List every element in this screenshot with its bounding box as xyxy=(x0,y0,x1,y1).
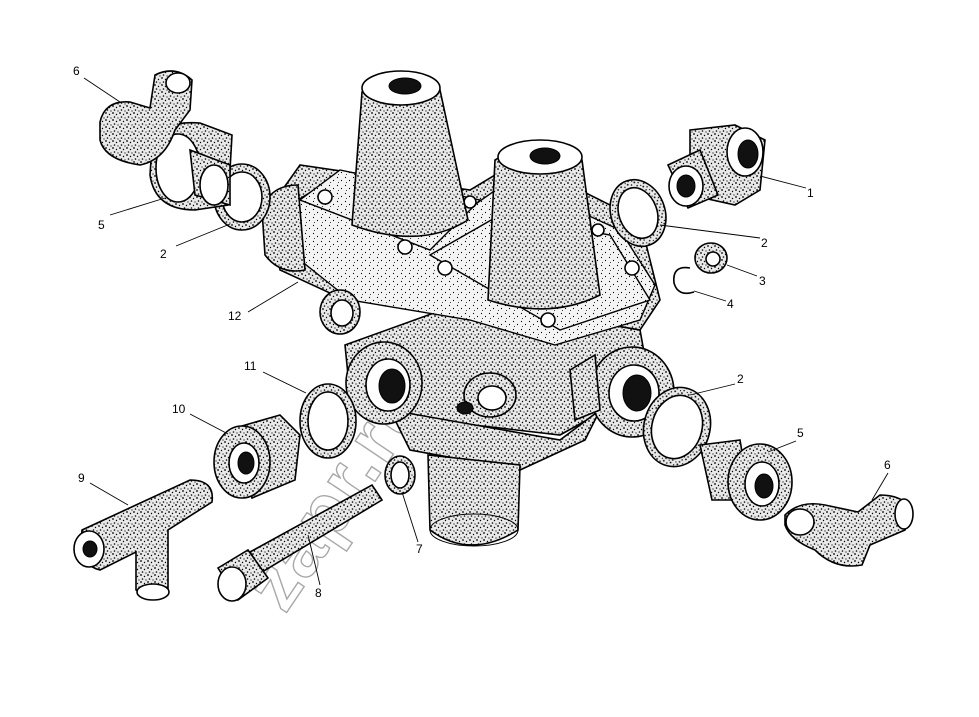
part-10-reducer-bushing xyxy=(213,414,301,500)
svg-text:2: 2 xyxy=(761,236,768,250)
callout-6-right: 6 xyxy=(871,458,891,501)
callout-7: 7 xyxy=(401,491,423,556)
svg-text:9: 9 xyxy=(78,471,85,485)
part-5-union-fitting-right xyxy=(699,439,793,521)
part-2-seal-ring-left xyxy=(213,163,271,231)
part-4-snap-ring xyxy=(673,266,695,295)
part-6-elbow-right xyxy=(784,494,914,567)
callout-8: 8 xyxy=(307,534,322,600)
callout-11: 11 xyxy=(244,359,307,394)
svg-text:3: 3 xyxy=(759,274,766,288)
svg-text:1: 1 xyxy=(807,186,814,200)
part-9-tee-fitting xyxy=(73,479,214,601)
part-5-union-fitting-left xyxy=(149,121,233,211)
part-11-seal-ring xyxy=(299,383,357,459)
callout-5-left: 5 xyxy=(98,197,166,232)
callout-9: 9 xyxy=(78,471,129,506)
svg-text:8: 8 xyxy=(315,586,322,600)
callout-2-right-top: 2 xyxy=(659,224,768,250)
svg-text:6: 6 xyxy=(884,458,891,472)
callout-5-right: 5 xyxy=(767,426,804,453)
callout-2-left: 2 xyxy=(160,223,231,261)
part-7-small-ring xyxy=(384,455,416,495)
svg-text:6: 6 xyxy=(73,64,80,78)
part-2-seal-ring-right-bottom xyxy=(642,386,712,468)
part-6-elbow-left xyxy=(99,70,193,166)
svg-text:2: 2 xyxy=(737,372,744,386)
callout-12: 12 xyxy=(228,281,299,323)
svg-text:2: 2 xyxy=(160,247,167,261)
svg-text:12: 12 xyxy=(228,309,242,323)
part-1-adapter-fitting xyxy=(666,124,766,210)
callout-10: 10 xyxy=(172,402,229,435)
callout-2-right-bottom: 2 xyxy=(689,372,744,396)
part-3-nut xyxy=(694,242,728,274)
valve-body xyxy=(261,70,675,547)
part-2-seal-ring-right-top xyxy=(609,178,667,248)
svg-text:7: 7 xyxy=(416,542,423,556)
callout-3: 3 xyxy=(726,264,766,288)
svg-text:11: 11 xyxy=(244,359,257,373)
part-8-bolt xyxy=(216,483,384,602)
callout-1: 1 xyxy=(759,175,814,200)
svg-text:5: 5 xyxy=(797,426,804,440)
callout-6-left: 6 xyxy=(73,64,121,103)
svg-text:10: 10 xyxy=(172,402,186,416)
svg-text:5: 5 xyxy=(98,218,105,232)
callout-4: 4 xyxy=(693,290,734,311)
svg-text:4: 4 xyxy=(727,297,734,311)
callouts: 1 2 2 2 3 4 5 5 xyxy=(73,64,891,600)
